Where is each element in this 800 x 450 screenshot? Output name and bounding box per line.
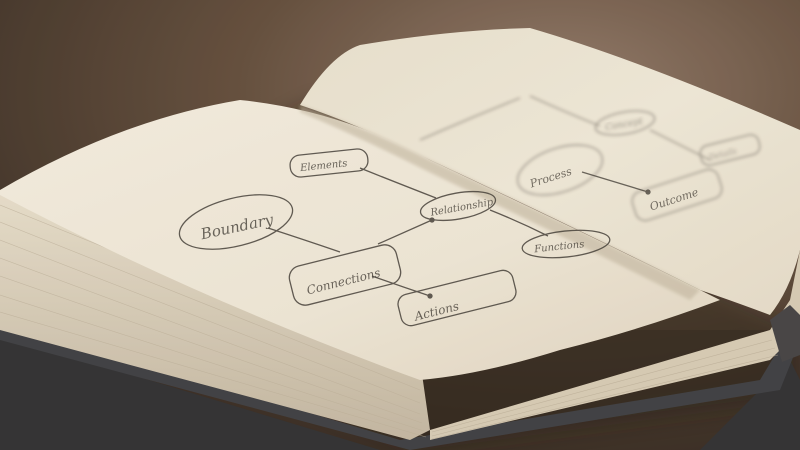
book-cover-edge — [0, 320, 800, 450]
node-relationship — [419, 190, 497, 222]
node-label: Functions — [533, 239, 585, 255]
right-page-sketch — [419, 95, 761, 222]
right-page-stack — [430, 250, 800, 440]
node-functions — [521, 229, 611, 259]
connector-line — [489, 209, 549, 237]
connector-dot — [645, 189, 651, 195]
node-elements — [289, 148, 369, 178]
connector-line — [377, 219, 433, 245]
node-concept — [594, 110, 656, 136]
connector-line — [371, 275, 431, 297]
book-cover — [0, 335, 800, 450]
node-label: Elements — [299, 158, 348, 174]
connector-line — [267, 227, 341, 253]
connector-line — [649, 129, 711, 161]
left-page-stack-lines — [0, 204, 427, 438]
connector-line — [419, 97, 521, 141]
bookmark-ribbon — [770, 305, 800, 362]
connector-line — [529, 95, 601, 127]
connector-line — [581, 171, 649, 193]
left-page-sketch — [178, 148, 611, 327]
right-page-stack-lines — [431, 339, 779, 440]
right-page-connector — [581, 171, 651, 195]
page-gutter — [300, 105, 700, 300]
left-page — [0, 100, 720, 380]
node-outcome — [631, 168, 723, 222]
node-actions — [397, 269, 517, 327]
node-boundary — [178, 194, 294, 250]
right-page — [300, 28, 800, 315]
node-process — [517, 144, 603, 196]
connector-dot — [427, 293, 433, 299]
connector-line — [359, 167, 437, 199]
node-details — [699, 134, 761, 166]
node-connections — [288, 244, 402, 306]
